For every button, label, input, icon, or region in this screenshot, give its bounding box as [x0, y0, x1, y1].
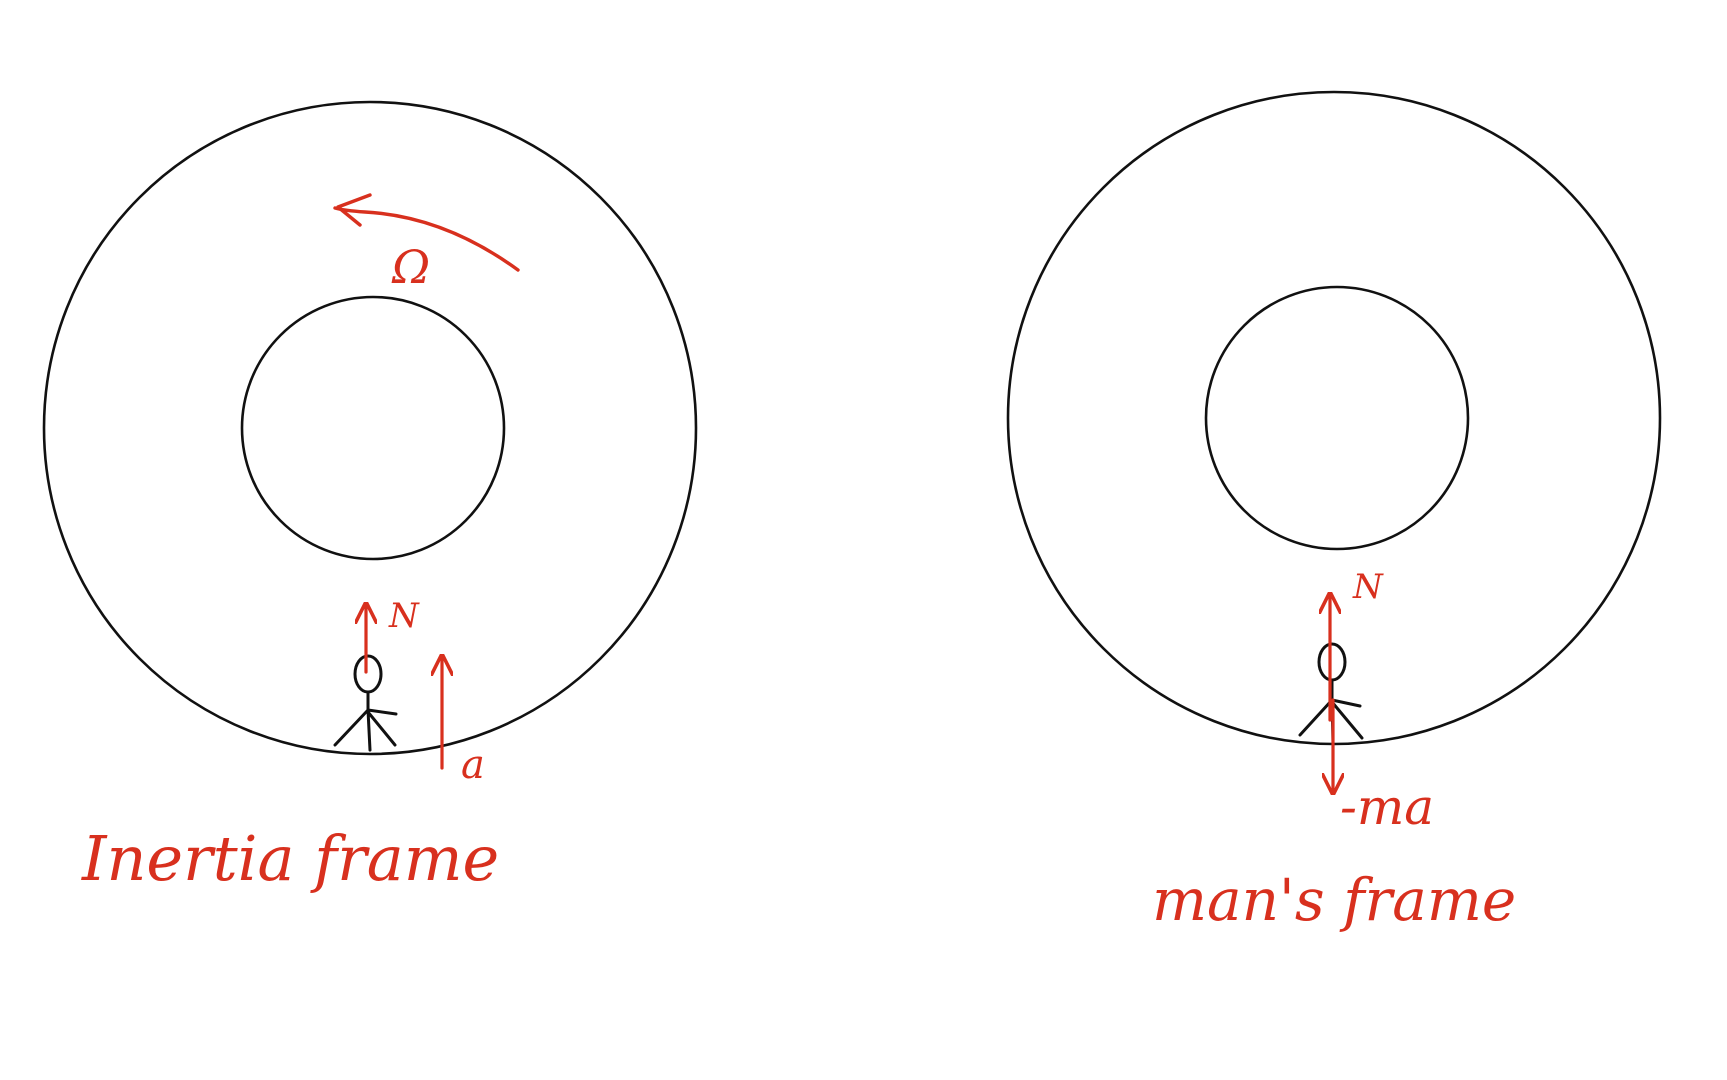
mans-frame-caption: man's frame — [1152, 866, 1516, 934]
left-outer-ring — [42, 100, 698, 756]
rotation-arrowhead — [336, 193, 372, 227]
person-figure-left — [333, 654, 398, 752]
left-inner-ring — [240, 295, 506, 561]
omega-label: Ω — [391, 240, 430, 294]
person-body — [333, 690, 398, 752]
inertial-frame-panel: Ω N a Inertia frame — [42, 100, 698, 895]
pseudo-force-label: -ma — [1340, 778, 1434, 836]
acceleration-label: a — [461, 742, 485, 788]
normal-force-label: N — [1352, 567, 1384, 607]
inertia-frame-caption: Inertia frame — [81, 822, 499, 895]
person-head — [1317, 642, 1347, 682]
normal-force-label: N — [388, 596, 420, 636]
person-head — [353, 654, 383, 694]
mans-frame-panel: N -ma man's frame — [1006, 90, 1662, 934]
right-inner-ring — [1204, 285, 1470, 551]
right-outer-ring — [1006, 90, 1662, 746]
